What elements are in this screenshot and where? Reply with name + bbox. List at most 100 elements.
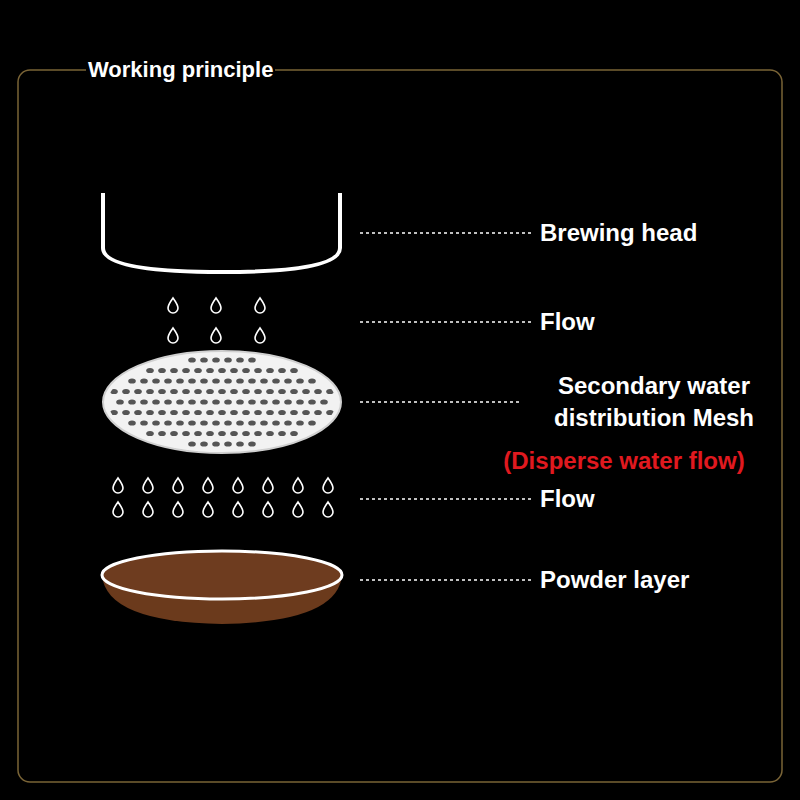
mesh-hole [206,368,214,373]
leader-line [360,579,534,581]
mesh-hole [266,431,274,436]
mesh-hole [170,431,178,436]
mesh-hole [296,399,304,404]
water-drop [143,502,153,517]
mesh-hole [236,378,244,383]
mesh-hole [188,357,196,362]
mesh-hole [146,389,154,394]
mesh-hole [158,410,166,415]
water-drop [113,478,123,493]
mesh-hole [128,399,136,404]
mesh-hole [182,431,190,436]
mesh-hole [182,368,190,373]
mesh-hole [218,389,226,394]
water-drops [113,478,333,517]
mesh-hole [284,378,292,383]
mesh-hole [236,399,244,404]
mesh-hole [224,399,232,404]
frame-border [18,70,782,782]
mesh-hole [278,389,286,394]
mesh-hole [158,431,166,436]
mesh-hole [254,389,262,394]
mesh-hole [200,399,208,404]
mesh-hole [218,410,226,415]
water-drops [168,298,265,343]
water-drop [293,502,303,517]
mesh-hole [152,378,160,383]
water-drop [233,502,243,517]
mesh-hole [326,389,334,394]
mesh-hole [194,368,202,373]
mesh-hole [218,368,226,373]
water-drop [233,478,243,493]
mesh-hole [158,389,166,394]
mesh-hole [134,410,142,415]
mesh-hole [188,441,196,446]
mesh-hole [236,357,244,362]
mesh-disc [103,351,341,453]
mesh-hole [278,368,286,373]
mesh-hole [164,399,172,404]
mesh-hole [308,420,316,425]
mesh-hole [146,431,154,436]
mesh-hole [164,378,172,383]
water-drop [143,478,153,493]
part-label: Brewing head [540,217,697,249]
mesh-hole [224,378,232,383]
mesh-hole [326,410,334,415]
mesh-hole [284,420,292,425]
mesh-hole [212,357,220,362]
leader-line [360,401,522,403]
mesh-hole [230,368,238,373]
mesh-hole [158,368,166,373]
mesh-hole [320,399,328,404]
mesh-hole [242,389,250,394]
mesh-hole [122,410,130,415]
leader-line [360,321,534,323]
water-drop [263,502,273,517]
mesh-hole [266,410,274,415]
mesh-hole [116,399,124,404]
note-label: (Disperse water flow) [503,445,744,477]
mesh-hole [230,389,238,394]
mesh-hole [188,399,196,404]
mesh-hole [272,399,280,404]
water-drop [203,478,213,493]
mesh-hole [290,431,298,436]
mesh-hole [260,420,268,425]
mesh-hole [236,441,244,446]
mesh-hole [302,410,310,415]
mesh-hole [248,420,256,425]
diagram-title: Working principle [86,55,275,85]
water-drop [255,328,265,343]
mesh-hole [122,389,130,394]
mesh-hole [200,378,208,383]
mesh-hole [248,441,256,446]
mesh-hole [314,389,322,394]
mesh-hole [248,378,256,383]
mesh-hole [278,431,286,436]
mesh-hole [308,378,316,383]
mesh-hole [188,378,196,383]
water-drop [323,478,333,493]
mesh-hole [206,389,214,394]
mesh-hole [272,420,280,425]
water-drop [173,502,183,517]
mesh-hole [128,420,136,425]
mesh-hole [296,420,304,425]
water-drop [168,298,178,313]
mesh-hole [254,431,262,436]
mesh-hole [248,357,256,362]
mesh-hole [224,420,232,425]
mesh-hole [176,378,184,383]
powder-top [102,551,342,599]
mesh-hole [206,431,214,436]
mesh-hole [314,410,322,415]
mesh-hole [188,420,196,425]
mesh-hole [134,389,142,394]
flow-label: Flow [540,306,595,338]
mesh-hole [272,378,280,383]
mesh-hole [200,420,208,425]
water-drop [203,502,213,517]
